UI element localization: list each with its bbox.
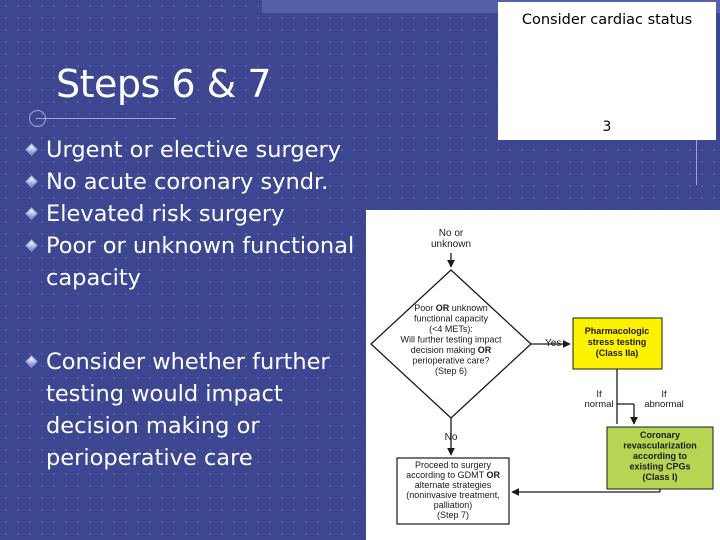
stress-line: (Class IIa) <box>596 348 639 358</box>
proceed-to-surgery-box <box>396 457 510 525</box>
emphasis-fragment: OR <box>486 470 500 480</box>
bullet-list: Urgent or elective surgery No acute coro… <box>24 134 369 474</box>
emphasis-fragment: decision making <box>411 345 478 355</box>
stress-testing-box <box>572 317 663 370</box>
revasc-line: according to <box>633 451 688 461</box>
proceed-line: (noninvasive treatment, <box>406 490 500 500</box>
emphasis-fragment: according to GDMT <box>406 470 486 480</box>
decision-line: Poor OR unknown <box>414 303 488 313</box>
abnormal-line: abnormal <box>644 399 684 410</box>
decorative-circle <box>29 110 46 127</box>
decision-line: (<4 METs): <box>429 324 473 334</box>
revasc-line: existing CPGs <box>629 462 690 472</box>
bullet-text: Poor or unknown functional capacity <box>46 233 355 291</box>
revascularization-box <box>606 426 714 490</box>
proceed-line: according to GDMT OR <box>406 470 500 480</box>
emphasis-fragment: OR <box>436 303 450 313</box>
diamond-bullet-icon <box>25 175 38 188</box>
decision-line: Will further testing impact <box>400 335 502 345</box>
yes-label: Yes <box>545 338 561 349</box>
bullet-text: Consider whether further testing would i… <box>46 349 330 471</box>
callout-title: Consider cardiac status <box>521 12 693 28</box>
decision-line: perioperative care? <box>412 356 489 366</box>
proceed-line: palliation) <box>434 500 473 510</box>
proceed-line: (Step 7) <box>437 510 469 520</box>
cardiac-status-callout: Consider cardiac status 3 <box>498 2 716 140</box>
diamond-bullet-icon <box>25 355 38 368</box>
diamond-bullet-icon <box>25 239 38 252</box>
proceed-line: Proceed to surgery <box>415 460 492 470</box>
decorative-title-rule <box>36 118 176 119</box>
decision-line: functional capacity <box>414 314 489 324</box>
proceed-line: alternate strategies <box>415 480 492 490</box>
bullet-item: No acute coronary syndr. <box>24 166 369 198</box>
emphasis-fragment: Poor <box>414 303 436 313</box>
bullet-item: Elevated risk surgery <box>24 198 369 230</box>
emphasis-fragment: OR <box>478 345 492 355</box>
normal-line: normal <box>584 399 613 410</box>
bullet-text: Elevated risk surgery <box>46 201 285 227</box>
revasc-line: Coronary <box>640 430 680 440</box>
diamond-bullet-icon <box>25 143 38 156</box>
revasc-line: (Class I) <box>642 472 677 482</box>
entry-line: unknown <box>431 239 471 250</box>
decision-line: decision making OR <box>411 345 492 355</box>
slide-title: Steps 6 & 7 <box>56 62 272 106</box>
bullet-text: Urgent or elective surgery <box>46 137 342 163</box>
normal-line: If <box>596 389 602 400</box>
bullet-item: Urgent or elective surgery <box>24 134 369 166</box>
callout-number: 3 <box>602 119 612 135</box>
bullet-item: Consider whether further testing would i… <box>24 346 369 474</box>
stress-line: stress testing <box>588 337 647 347</box>
decision-line: (Step 6) <box>435 366 467 376</box>
emphasis-fragment: unknown <box>449 303 488 313</box>
yes-line: Yes <box>545 338 561 349</box>
stress-line: Pharmacologic <box>585 326 650 336</box>
diamond-bullet-icon <box>25 207 38 220</box>
abnormal-line: If <box>661 389 667 400</box>
entry-line: No or <box>439 228 464 239</box>
revasc-line: revascularization <box>623 441 697 451</box>
bullet-item: Poor or unknown functional capacity <box>24 230 369 294</box>
bullet-text: No acute coronary syndr. <box>46 169 329 195</box>
bullet-spacer <box>24 294 369 346</box>
